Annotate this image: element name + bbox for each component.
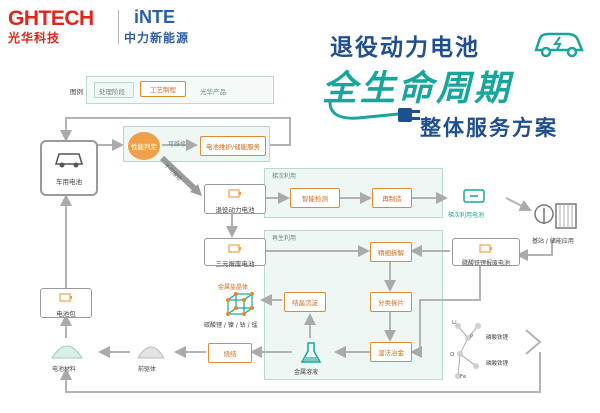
recycle-region-label: 再生利用 (272, 235, 297, 242)
flask-icon (300, 342, 322, 363)
fine-disassembly-node: 精细拆解 (370, 242, 412, 262)
ev-car-icon (534, 32, 584, 58)
base-station-label: 基站 / 储能应用 (532, 238, 574, 245)
title-line-1: 退役动力电池 (330, 35, 480, 61)
plug-icon (328, 101, 420, 122)
element-li: Li (452, 320, 457, 326)
cascade-region-label: 梯次利用 (272, 173, 297, 180)
inte-logo: iNTE (134, 7, 176, 27)
sintering-node: 烧结 (208, 343, 252, 363)
battery-material-label: 电池材料 (52, 366, 77, 373)
ghtech-logo: GHTECH (8, 7, 94, 30)
hydrometallurgy-node: 湿法冶金 (370, 342, 412, 362)
lfp-scrap-box: 磷酸铁锂报废电池 (452, 238, 520, 267)
battery-icon (59, 293, 72, 302)
metal-solution-label: 金属溶液 (294, 369, 319, 376)
car-icon (54, 153, 84, 168)
remanufacture-node: 再制造 (372, 188, 412, 208)
lfp-bracket (525, 329, 542, 355)
title-line-2: 全生命周期 (322, 69, 513, 109)
battery-pack-label: 电池包 (56, 310, 76, 318)
metal-salts-label: 碳酸锂 / 镍 / 钴 / 锰 (204, 322, 258, 329)
crystallization-node: 结晶沉淀 (284, 292, 326, 312)
battery-icon (228, 189, 241, 198)
legend-label: 图例 (70, 88, 83, 96)
lfp-molecule-icon (455, 323, 481, 379)
sorting-node: 分类拆片 (370, 292, 412, 312)
lfp-material-label: 磷酸铁锂 (486, 361, 509, 367)
lfp-scrap-label: 磷酸铁锂报废电池 (461, 260, 510, 267)
battery-icon (228, 244, 241, 253)
battery-pack-box: 电池包 (40, 288, 92, 318)
inte-logo-cn: 中力新能源 (124, 31, 190, 45)
title-line-3: 整体服务方案 (420, 116, 558, 140)
repairable-label: 可维修 (168, 141, 187, 148)
cascade-battery-icon (463, 189, 485, 203)
ternary-scrap-box: 三元报废电池 (204, 238, 266, 268)
precursor-pile-icon (137, 346, 165, 359)
retired-battery-label: 退役动力电池 (215, 206, 255, 214)
retired-battery-box: 退役动力电池 (204, 184, 266, 214)
element-o: O (450, 352, 455, 358)
battery-repair-node: 电池维护/储能服务 (200, 136, 266, 156)
smart-testing-node: 智能检测 (290, 188, 340, 208)
battery-icon (479, 244, 492, 253)
performance-check-node: 性能判定 (128, 132, 160, 160)
element-fe: Fe (460, 374, 467, 380)
vehicle-battery-box: 车用电池 (40, 140, 98, 196)
base-station-icon (534, 203, 577, 229)
lfp-cathode-label: 磷酸铁锂 (486, 335, 509, 341)
vehicle-battery-label: 车用电池 (56, 178, 82, 186)
legend-product: 光华产品 (200, 88, 226, 96)
precursor-label: 前驱体 (138, 366, 157, 373)
element-p: P (470, 334, 474, 340)
crystal-lattice-icon (226, 292, 254, 316)
legend-process-step: 工艺制程 (140, 81, 186, 97)
metal-crystal-label: 金属盐晶体 (218, 284, 249, 291)
cascade-battery-label: 梯次利用电池 (448, 212, 485, 219)
logo-divider (118, 10, 119, 44)
battery-material-pile-icon (51, 345, 83, 359)
ternary-scrap-label: 三元报废电池 (215, 260, 255, 268)
legend-process-stage: 处理阶段 (99, 88, 125, 96)
ghtech-logo-cn: 光华科技 (8, 31, 61, 45)
